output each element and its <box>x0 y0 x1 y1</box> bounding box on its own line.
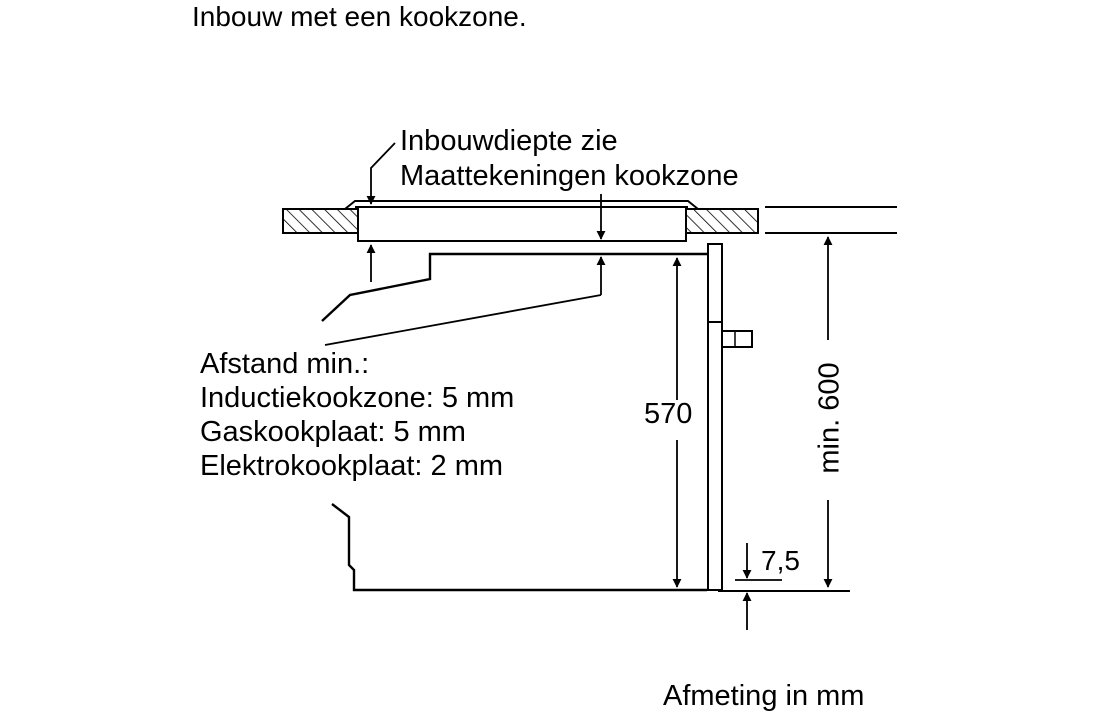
oven-bottom-outline <box>331 503 707 592</box>
control-knob <box>721 330 753 348</box>
worktop-right <box>685 208 759 234</box>
diagram-title: Inbouw met een kookzone. <box>192 1 527 32</box>
cooktop-outline <box>344 200 699 242</box>
units-note: Afmeting in mm <box>663 680 865 712</box>
worktop-left <box>282 208 359 234</box>
depth-note-line-1: Inbouwdiepte zie <box>400 125 618 157</box>
minimum-distance-note: Afstand min.: Inductiekookzone: 5 mm Gas… <box>200 347 514 483</box>
dimension-570-label: 570 <box>644 398 693 430</box>
depth-note-line-2: Maattekeningen kookzone <box>400 160 739 192</box>
dimension-min-600-label: min. 600 <box>813 362 846 474</box>
dimension-7-5-label: 7,5 <box>761 545 800 576</box>
depth-leader-line <box>366 142 396 205</box>
distance-note-heading: Afstand min.: <box>200 348 370 380</box>
distance-gas: Gaskookplaat: 5 mm <box>200 416 466 448</box>
distance-leader-line <box>324 294 602 346</box>
oven-front-panel <box>707 243 723 323</box>
distance-electric: Elektrokookplaat: 2 mm <box>200 450 504 482</box>
oven-top-outline <box>321 252 708 322</box>
installation-depth-note: Inbouwdiepte zie Maattekeningen kookzone <box>400 124 739 194</box>
distance-induction: Inductiekookzone: 5 mm <box>200 382 515 414</box>
oven-door <box>707 321 723 591</box>
